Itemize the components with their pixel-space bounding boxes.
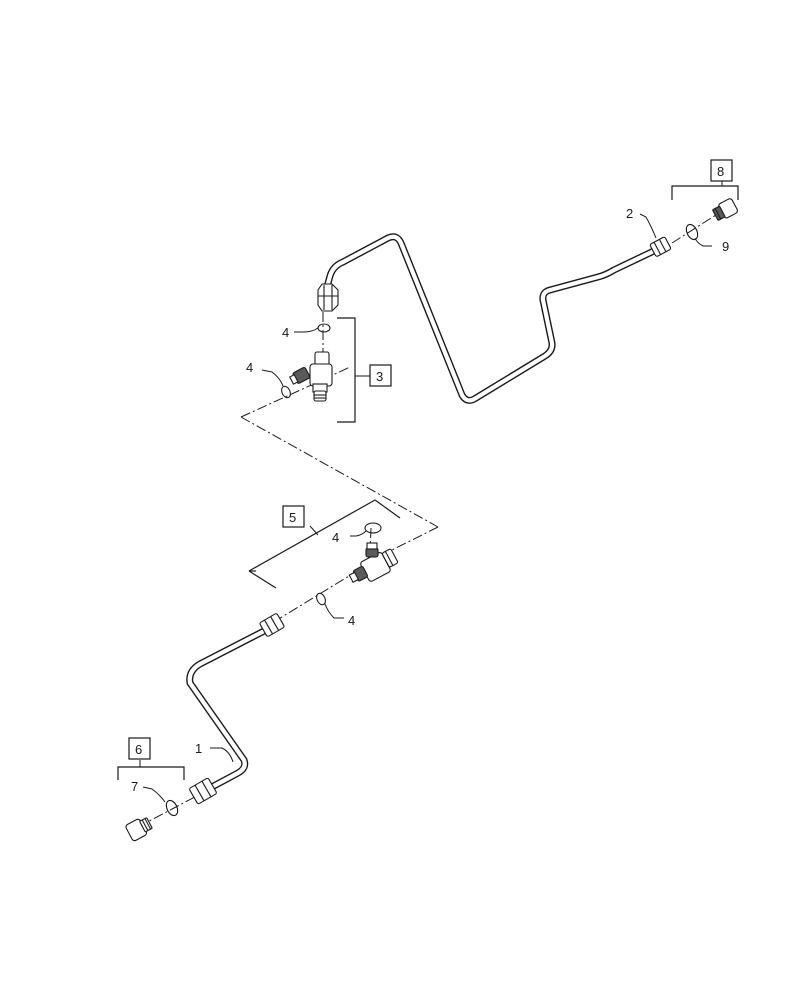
callout-2: 2	[626, 206, 633, 221]
upper-tube	[323, 233, 662, 404]
tube-nut-upper-right	[649, 236, 672, 257]
callout-box-6: 6	[128, 737, 151, 760]
plug-upper	[712, 198, 738, 221]
callout-9: 9	[722, 239, 729, 254]
o-ring-4-lower-mid	[316, 592, 326, 606]
brackets	[117, 180, 739, 780]
lower-tube	[186, 626, 270, 792]
callout-4-lower-top: 4	[332, 530, 339, 545]
tee-fitting-lower	[348, 542, 399, 583]
o-ring-7	[165, 799, 179, 817]
svg-text:6: 6	[135, 742, 142, 757]
callout-box-3: 3	[369, 364, 392, 387]
callout-4-top: 4	[282, 325, 289, 340]
plug-lower	[125, 817, 153, 842]
tee-fitting-upper	[289, 351, 333, 402]
leader-lines	[142, 213, 712, 803]
callout-4-left: 4	[246, 360, 253, 375]
callout-box-8: 8	[710, 159, 733, 182]
tube-nut-lower-bottom	[189, 777, 217, 805]
svg-text:3: 3	[376, 369, 383, 384]
callout-7: 7	[131, 779, 138, 794]
o-ring-4-lower-top	[364, 522, 382, 534]
tube-nut-upper-left	[317, 283, 339, 312]
tube-nut-lower-top	[259, 613, 285, 637]
o-ring-4-top	[317, 323, 331, 333]
callout-4-lower-mid: 4	[348, 613, 355, 628]
svg-text:8: 8	[717, 164, 724, 179]
callout-1: 1	[195, 741, 202, 756]
o-ring-4-left	[281, 385, 291, 399]
callout-box-5: 5	[282, 505, 305, 528]
o-ring-9	[685, 223, 699, 241]
svg-text:5: 5	[289, 510, 296, 525]
